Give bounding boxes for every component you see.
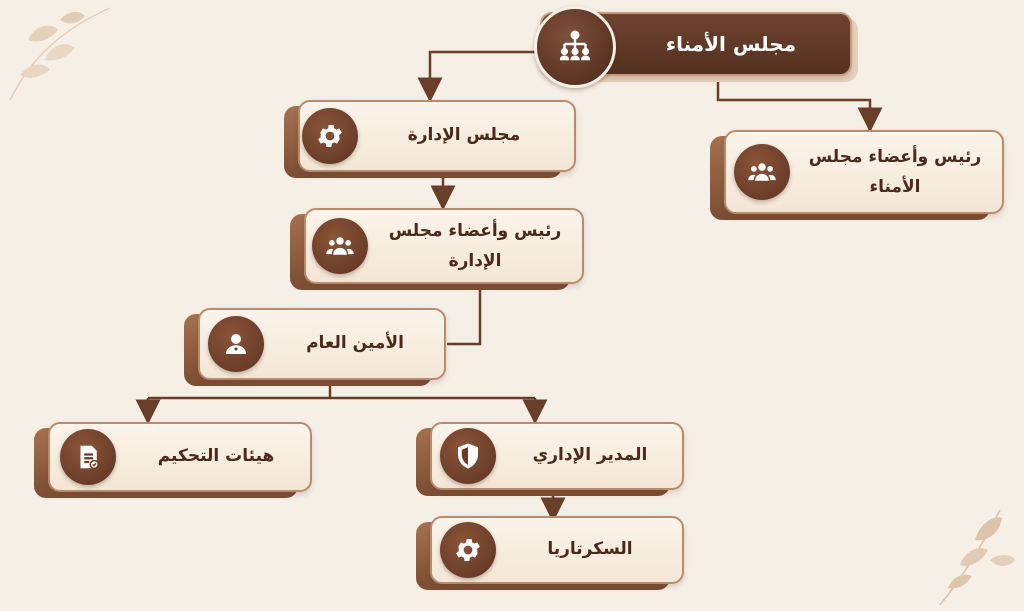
node-label: رئيس وأعضاء مجلس الأمناء (808, 147, 982, 197)
node-label: رئيس وأعضاء مجلس الإدارة (388, 221, 562, 271)
node-arbitration-bodies[interactable]: هيئات التحكيم (34, 422, 312, 498)
node-label: المدير الإداري (532, 445, 648, 465)
gear-icon (440, 522, 496, 578)
node-board-members[interactable]: رئيس وأعضاء مجلس الإدارة (290, 208, 584, 290)
node-label: السكرتاريا (547, 539, 633, 559)
node-label: مجلس الإدارة (407, 125, 521, 145)
node-label: الأمين العام (306, 333, 404, 353)
shield-icon (440, 428, 496, 484)
gear-icon (302, 108, 358, 164)
node-label: مجلس الأمناء (665, 32, 797, 56)
leaf-decoration-top-left-icon (9, 7, 111, 101)
org-structure-icon (534, 6, 616, 88)
person-icon (208, 316, 264, 372)
group-icon (734, 144, 790, 200)
leaf-decoration-bottom-right-icon (939, 509, 1015, 606)
node-label: هيئات التحكيم (157, 446, 275, 466)
node-secretariat[interactable]: السكرتاريا (416, 516, 684, 590)
group-icon (312, 218, 368, 274)
node-board-of-trustees[interactable]: مجلس الأمناء (534, 6, 858, 88)
node-trustees-members[interactable]: رئيس وأعضاء مجلس الأمناء (710, 130, 1004, 220)
document-icon (60, 429, 116, 485)
node-administrative-director[interactable]: المدير الإداري (416, 422, 684, 496)
node-secretary-general[interactable]: الأمين العام (184, 308, 446, 386)
node-board-of-directors[interactable]: مجلس الإدارة (284, 100, 576, 178)
